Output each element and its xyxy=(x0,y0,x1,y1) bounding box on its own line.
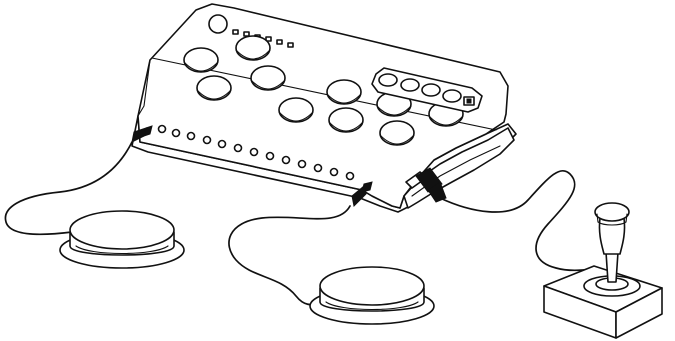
small-button[interactable] xyxy=(442,89,462,103)
jack-port[interactable] xyxy=(281,155,291,165)
jack-port[interactable] xyxy=(249,147,259,157)
jack-port[interactable] xyxy=(157,124,167,134)
arcade-button[interactable] xyxy=(328,107,364,133)
arcade-button[interactable] xyxy=(278,97,314,123)
jack-port[interactable] xyxy=(217,139,227,149)
small-button[interactable] xyxy=(378,73,398,87)
switch-top xyxy=(319,266,425,306)
power-button[interactable] xyxy=(208,14,228,34)
middle-jack-plug xyxy=(351,181,373,208)
jack-port[interactable] xyxy=(297,159,307,169)
jack-port[interactable] xyxy=(202,135,212,145)
arcade-button[interactable] xyxy=(326,79,362,105)
switch-button-left[interactable] xyxy=(59,210,185,269)
status-led xyxy=(243,31,250,37)
jack-port[interactable] xyxy=(265,151,275,161)
jack-port[interactable] xyxy=(345,171,355,181)
arcade-button[interactable] xyxy=(379,120,415,146)
arcade-button[interactable] xyxy=(250,65,286,91)
left-jack-plug xyxy=(131,125,153,143)
jack-ports xyxy=(157,124,355,181)
switch-top xyxy=(69,210,175,250)
joystick[interactable] xyxy=(543,202,663,339)
status-led xyxy=(265,36,272,42)
status-led xyxy=(276,39,283,45)
controller-left-bevel xyxy=(137,59,151,117)
arcade-button[interactable] xyxy=(183,47,219,73)
cable-middle-switch xyxy=(228,205,351,306)
small-button[interactable] xyxy=(421,83,441,97)
small-button-panel xyxy=(371,67,483,113)
small-button[interactable] xyxy=(400,78,420,92)
jack-port[interactable] xyxy=(313,163,323,173)
controller xyxy=(131,3,517,213)
jack-port[interactable] xyxy=(171,128,181,138)
arcade-button[interactable] xyxy=(196,75,232,101)
joystick-top-cap xyxy=(594,202,630,222)
usb-plug xyxy=(415,167,447,203)
switch-button-middle[interactable] xyxy=(309,266,435,325)
jack-port[interactable] xyxy=(329,167,339,177)
jack-port[interactable] xyxy=(233,143,243,153)
joystick-base-right xyxy=(615,287,663,339)
joystick-grip xyxy=(598,217,626,255)
status-led xyxy=(287,42,294,48)
status-led xyxy=(232,29,239,35)
arcade-button[interactable] xyxy=(235,35,271,61)
controller-top-surface xyxy=(137,3,509,209)
joystick-shaft xyxy=(605,251,619,283)
cable-left-switch xyxy=(4,141,133,236)
jack-port[interactable] xyxy=(186,131,196,141)
cable-joystick xyxy=(439,169,597,272)
